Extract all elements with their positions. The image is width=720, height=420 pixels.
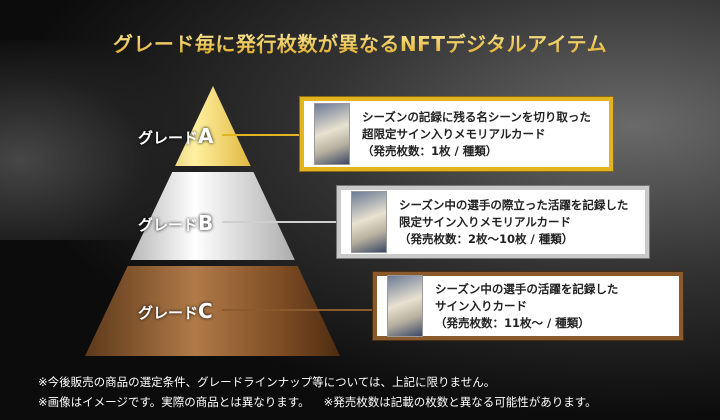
disclaimer-notes: ※今後販売の商品の選定条件、グレードラインナップ等については、上記に限りません。… (38, 372, 597, 412)
grade-letter: C (198, 299, 213, 323)
grade-letter: A (198, 124, 214, 148)
grade-b-label: グレードB (138, 211, 213, 235)
description-line: シーズン中の選手の際立った活躍を記録した (399, 197, 629, 212)
issue-count: （発売枚数：11枚〜 / 種類） (435, 315, 590, 330)
player-card-image (387, 275, 423, 337)
issue-count: （発売枚数：2枚〜10枚 / 種類） (399, 231, 574, 246)
description-line: シーズン中の選手の活躍を記録した (435, 281, 619, 296)
description-line: 限定サイン入りメモリアルカード (399, 214, 572, 229)
grade-b-card-box: シーズン中の選手の際立った活躍を記録した 限定サイン入りメモリアルカード （発売… (337, 186, 649, 258)
description-line: シーズンの記録に残る名シーンを切り取った (362, 109, 591, 124)
player-card-image (351, 191, 387, 253)
page-title: グレード毎に発行枚数が異なるNFTデジタルアイテム (0, 28, 720, 57)
note-line: ※発売枚数は記載の枚数と異なる可能性があります。 (323, 395, 597, 409)
grade-a-card-box: シーズンの記録に残る名シーンを切り取った 超限定サイン入りメモリアルカード （発… (300, 97, 613, 171)
note-line: ※画像はイメージです。実際の商品とは異なります。 (38, 395, 310, 409)
grade-a-label: グレードA (138, 124, 214, 148)
grade-c-label: グレードC (138, 299, 213, 323)
issue-count: （発売枚数：1枚 / 種類） (362, 143, 498, 158)
grade-prefix: グレード (138, 304, 199, 322)
note-line: ※今後販売の商品の選定条件、グレードラインナップ等については、上記に限りません。 (38, 375, 496, 389)
grade-letter: B (198, 211, 214, 235)
grade-prefix: グレード (138, 216, 199, 234)
grade-prefix: グレード (138, 129, 199, 147)
description-line: サイン入りカード (435, 298, 527, 313)
grade-c-card-box: シーズン中の選手の活躍を記録した サイン入りカード （発売枚数：11枚〜 / 種… (373, 272, 683, 340)
description-line: 超限定サイン入りメモリアルカード (362, 126, 546, 141)
player-card-image (314, 103, 350, 165)
